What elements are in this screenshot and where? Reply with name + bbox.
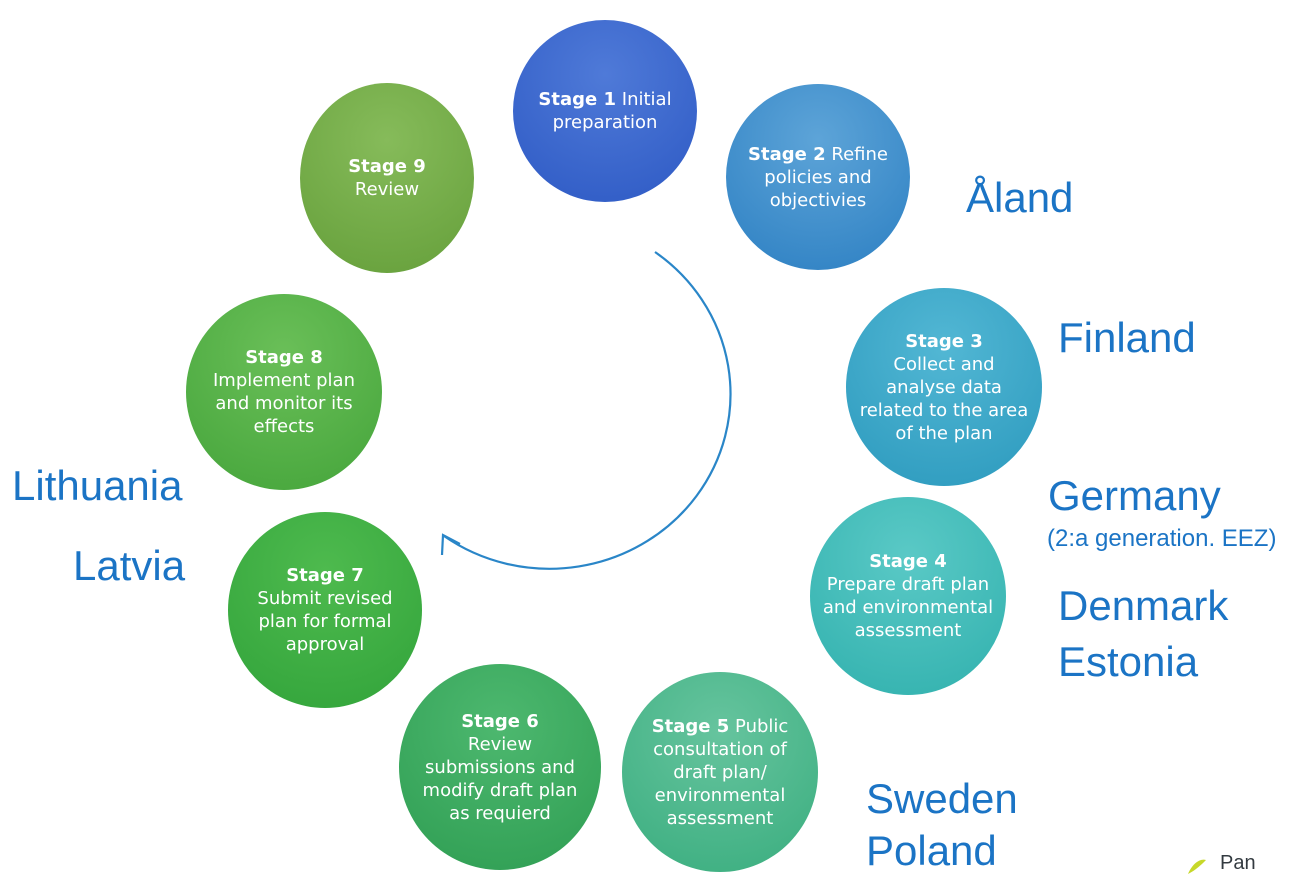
stage-5-title: Stage 5 <box>651 715 730 737</box>
stage-4-title: Stage 4 <box>869 551 947 572</box>
stage-2-text: Refine policies and objectivies <box>764 143 888 211</box>
stage-3-title: Stage 3 <box>905 330 983 352</box>
brand-text: Pan <box>1220 852 1256 874</box>
stage-8-text: Implement plan and monitor its effects <box>212 370 355 437</box>
stage-1-text: Initial preparation <box>552 89 672 133</box>
stage-3-text: Collect and analyse data related to the … <box>859 353 1029 444</box>
stage-5-circle: Stage 5 Public consultation of draft pla… <box>622 672 818 872</box>
stage-7-text: Submit revised plan for formal approval <box>257 588 393 655</box>
stage-1-circle: Stage 1 Initial preparation <box>513 20 697 202</box>
stage-2-title: Stage 2 <box>748 143 826 165</box>
stage-8-circle: Stage 8 Implement plan and monitor its e… <box>186 294 382 490</box>
country-germany-note: (2:a generation. EEZ) <box>1047 525 1277 552</box>
country-denmark: Denmark <box>1058 582 1229 629</box>
stage-5-text: Public consultation of draft plan/ envir… <box>653 715 789 829</box>
stage-6-text: Review submissions and modify draft plan… <box>422 733 578 824</box>
country-sweden: Sweden <box>866 775 1018 822</box>
stage-4-text: Prepare draft plan and environmental ass… <box>822 574 994 641</box>
country-estonia: Estonia <box>1058 638 1199 685</box>
arrowhead <box>440 533 461 556</box>
stage-7-circle: Stage 7 Submit revised plan for formal a… <box>228 512 422 708</box>
cycle-arc <box>443 251 732 570</box>
country-aland: Åland <box>966 174 1074 221</box>
stage-2-circle: Stage 2 Refine policies and objectivies <box>726 84 910 270</box>
stage-6-title: Stage 6 <box>461 710 539 732</box>
brand-logo: Pan <box>1182 852 1256 882</box>
leaf-icon <box>1188 859 1206 874</box>
country-lithuania: Lithuania <box>12 462 183 509</box>
stage-7-title: Stage 7 <box>286 565 364 586</box>
country-finland: Finland <box>1058 314 1196 361</box>
country-germany: Germany <box>1048 472 1221 519</box>
stage-8-title: Stage 8 <box>245 347 323 368</box>
stage-9-title: Stage 9 <box>348 156 426 177</box>
stage-3-circle: Stage 3 Collect and analyse data related… <box>846 288 1042 486</box>
stage-6-circle: Stage 6 Review submissions and modify dr… <box>399 664 601 870</box>
stage-9-text: Review <box>354 179 420 200</box>
country-poland: Poland <box>866 827 997 874</box>
stage-1-title: Stage 1 <box>538 89 617 110</box>
stage-4-circle: Stage 4 Prepare draft plan and environme… <box>810 497 1006 695</box>
stage-9-circle: Stage 9 Review <box>300 83 474 273</box>
country-latvia: Latvia <box>73 542 186 589</box>
